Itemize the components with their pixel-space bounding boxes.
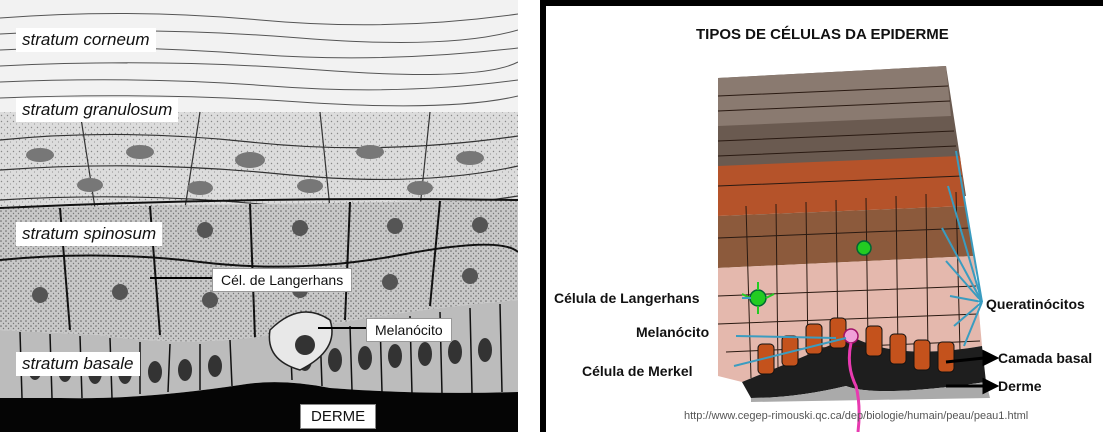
epidermis-layers-diagram: stratum corneum stratum granulosum strat… <box>0 0 518 432</box>
corneum-band <box>0 0 518 112</box>
cell-types-diagram: TIPOS DE CÉLULAS DA EPIDERME <box>540 0 1103 432</box>
merkel-cell-label: Célula de Merkel <box>582 363 693 379</box>
layer-label-corneum: stratum corneum <box>16 28 156 52</box>
langerhans-cell-label: Célula de Langerhans <box>554 290 699 306</box>
melanocito-label: Melanócito <box>366 318 452 342</box>
derme-label-right: Derme <box>998 378 1042 394</box>
derme-label: DERME <box>300 404 376 429</box>
layer-label-basale: stratum basale <box>16 352 140 376</box>
layer-label-spinosum: stratum spinosum <box>16 222 162 246</box>
upper-corneum-region <box>718 66 951 126</box>
granular-region <box>718 156 966 216</box>
source-url: http://www.cegep-rimouski.qc.ca/dep/biol… <box>684 410 1028 422</box>
melanocito-cell-label: Melanócito <box>636 324 709 340</box>
queratinocitos-label: Queratinócitos <box>986 296 1085 312</box>
layer-label-granulosum: stratum granulosum <box>16 98 178 122</box>
camada-basal-label: Camada basal <box>998 350 1092 366</box>
langerhans-label: Cél. de Langerhans <box>212 268 352 292</box>
